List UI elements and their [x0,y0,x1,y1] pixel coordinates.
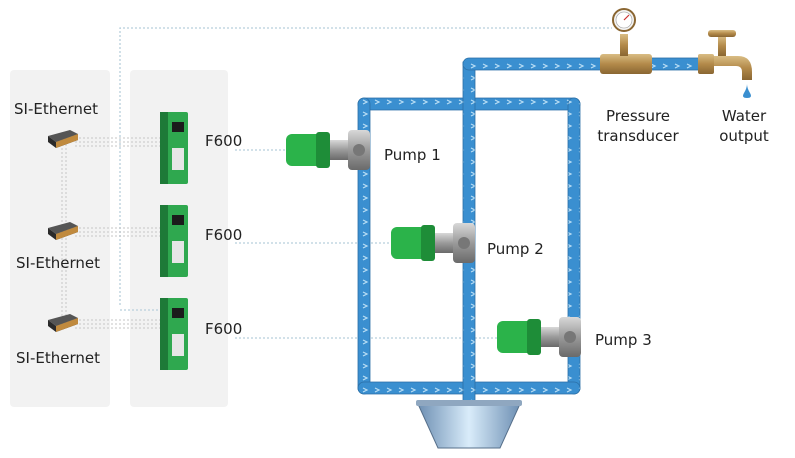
pressure-transducer [600,8,652,74]
f600-label-2: F600 [205,226,243,244]
f600-label-3: F600 [205,320,243,338]
pump-2-label: Pump 2 [487,240,544,258]
ethernet-links [61,137,160,329]
water-output-label-line1: Water [721,107,767,125]
pressure-transducer-label-line1: Pressure [605,107,671,125]
si-ethernet-module-2 [48,222,78,240]
si-ethernet-module-3 [48,314,78,332]
f600-drive-2 [160,205,188,277]
pump-3-label: Pump 3 [595,331,652,349]
f600-drive-3 [160,298,188,370]
f600-drive-1 [160,112,188,184]
pump-3 [497,317,581,357]
pump-1 [286,130,370,170]
pump-1-label: Pump 1 [384,146,441,164]
si-ethernet-label-3: SI-Ethernet [16,349,100,367]
water-tank-icon [416,400,522,449]
water-tap-icon [698,30,752,98]
water-output-label-line2: output [719,127,769,145]
pump-2 [391,223,475,263]
f600-label-1: F600 [205,132,243,150]
si-ethernet-module-1 [48,130,78,148]
si-ethernet-label-2: SI-Ethernet [16,254,100,272]
si-ethernet-label-1: SI-Ethernet [14,100,98,118]
pressure-transducer-label-line2: transducer [597,127,679,145]
